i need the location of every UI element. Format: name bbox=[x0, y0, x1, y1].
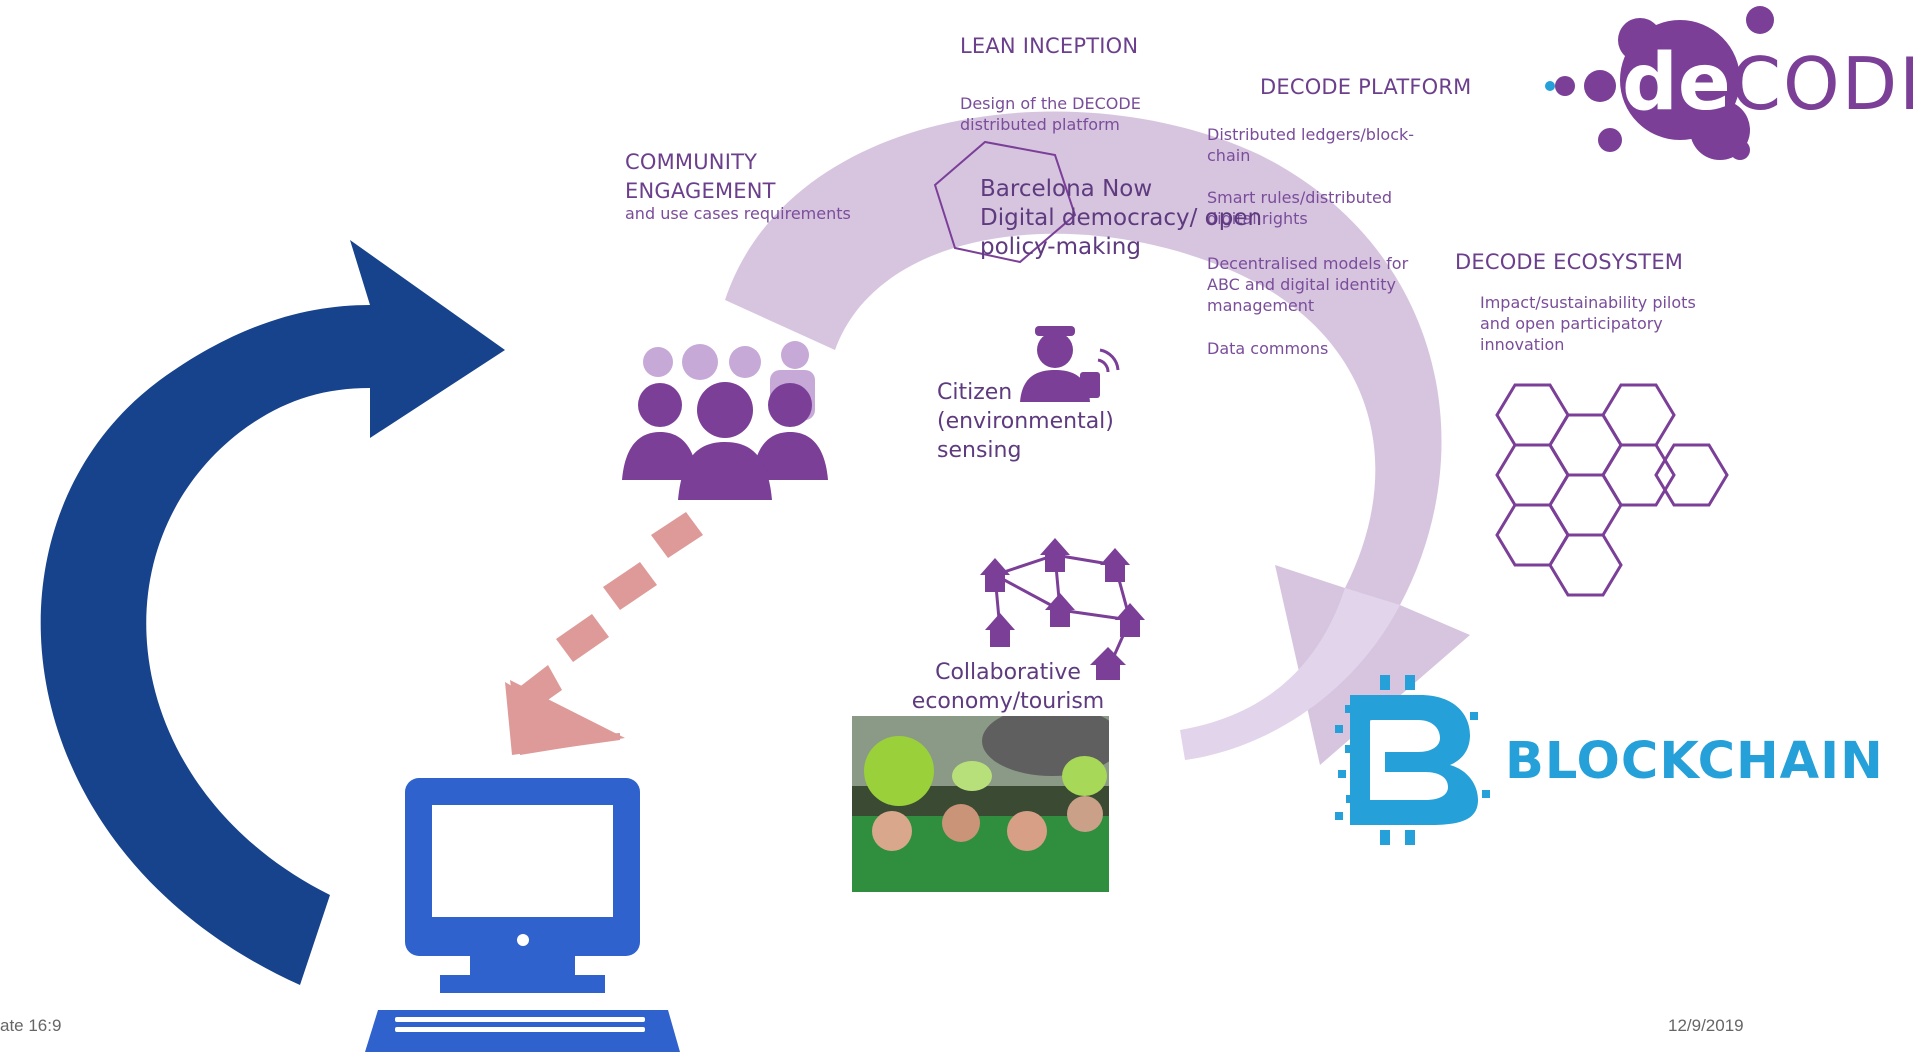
platform-item-3: Decentralised models for ABC and digital… bbox=[1207, 254, 1409, 315]
barcelona-now-text: Barcelona Now Digital democracy/ open po… bbox=[980, 176, 1263, 260]
footer-date: 12/9/2019 bbox=[1668, 1016, 1744, 1035]
platform-title: DECODE PLATFORM bbox=[1260, 75, 1472, 99]
decode-logo: deCODE bbox=[1622, 38, 1913, 128]
collaborative-economy-text: Collaborative economy/tourism bbox=[911, 660, 1105, 714]
platform-item-2: Smart rules/distributed digital rights bbox=[1207, 188, 1393, 228]
community-text: and use cases requirements bbox=[625, 204, 851, 223]
citizen-sensing-text: Citizen (environmental) sensing bbox=[937, 380, 1114, 463]
protest-photo bbox=[852, 716, 1109, 892]
platform-item-4: Data commons bbox=[1207, 339, 1329, 358]
decode-logo-prefix: de bbox=[1622, 38, 1731, 128]
footer-left: ate 16:9 bbox=[0, 1016, 62, 1035]
decode-logo-suffix: CODE bbox=[1730, 42, 1913, 126]
lean-inception-title: LEAN INCEPTION bbox=[960, 34, 1139, 58]
ecosystem-text: Impact/sustainability pilots and open pa… bbox=[1480, 293, 1696, 354]
lean-inception-text: Design of the DECODE distributed platfor… bbox=[960, 94, 1141, 134]
ecosystem-title: DECODE ECOSYSTEM bbox=[1455, 250, 1684, 274]
community-title: COMMUNITY ENGAGEMENT bbox=[625, 150, 776, 203]
platform-item-1: Distributed ledgers/block- chain bbox=[1207, 125, 1415, 165]
blockchain-label: BLOCKCHAIN bbox=[1505, 732, 1884, 791]
